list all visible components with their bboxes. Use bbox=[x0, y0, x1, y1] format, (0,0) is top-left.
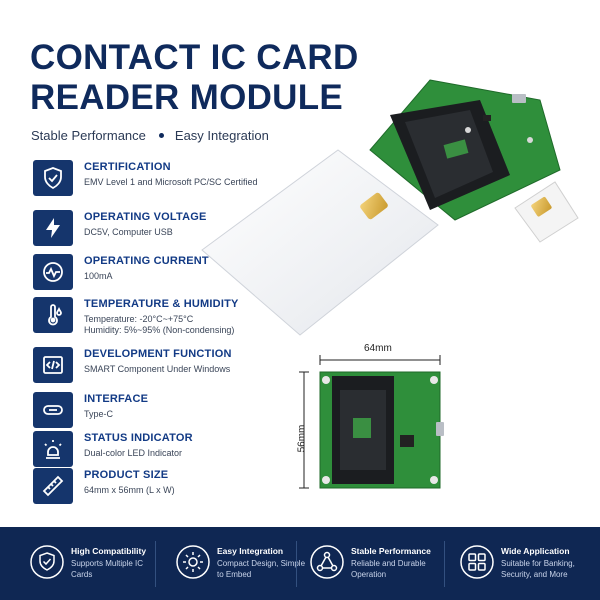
spec-desc: SMART Component Under Windows bbox=[84, 364, 231, 374]
spec-title: INTERFACE bbox=[84, 393, 149, 405]
spec-desc: Dual-color LED Indicator bbox=[84, 448, 183, 458]
feature-band: High Compatibility Supports Multiple IC … bbox=[0, 527, 600, 600]
spec-desc: EMV Level 1 and Microsoft PC/SC Certifie… bbox=[84, 177, 258, 187]
led-bulb-icon bbox=[33, 431, 73, 467]
tagline: Stable Performance Easy Integration bbox=[31, 128, 269, 143]
feature-title: High Compatibility bbox=[71, 546, 147, 556]
divider bbox=[155, 541, 156, 587]
spec-title: CERTIFICATION bbox=[84, 161, 171, 173]
spec-title: OPERATING VOLTAGE bbox=[84, 211, 207, 223]
thermometer-icon bbox=[33, 297, 73, 333]
usb-c-icon bbox=[33, 392, 73, 428]
dimension-width: 64mm bbox=[364, 343, 392, 354]
feature-title: Stable Performance bbox=[351, 546, 431, 556]
feature-desc: Suitable for Banking, Security, and More bbox=[501, 559, 575, 579]
tagline-right: Easy Integration bbox=[174, 128, 269, 143]
shield-check-icon bbox=[33, 160, 73, 196]
dimension-drawing bbox=[299, 355, 444, 489]
spec-title: DEVELOPMENT FUNCTION bbox=[84, 348, 232, 360]
grid-icon bbox=[460, 545, 494, 579]
title-line-1: CONTACT IC CARD bbox=[30, 38, 359, 77]
network-icon bbox=[310, 545, 344, 579]
shield-check-icon bbox=[30, 545, 64, 579]
lightning-icon bbox=[33, 210, 73, 246]
ruler-icon bbox=[33, 468, 73, 504]
sim-card bbox=[514, 181, 579, 243]
dimension-height: 56mm bbox=[296, 424, 308, 453]
title-line-2: READER MODULE bbox=[30, 78, 344, 117]
gear-icon bbox=[176, 545, 210, 579]
spec-desc: 100mA bbox=[84, 271, 113, 281]
tagline-dot bbox=[158, 133, 164, 138]
spec-desc: Type-C bbox=[84, 409, 114, 419]
spec-desc: DC5V, Computer USB bbox=[84, 227, 173, 237]
spec-title: OPERATING CURRENT bbox=[84, 255, 209, 267]
spec-desc: 64mm x 56mm (L x W) bbox=[84, 485, 175, 495]
feature-desc: Compact Design, Simple to Embed bbox=[217, 559, 306, 579]
spec-title: PRODUCT SIZE bbox=[84, 469, 169, 481]
feature-desc: Reliable and Durable Operation bbox=[351, 559, 426, 579]
page-title: CONTACT IC CARD READER MODULE bbox=[30, 38, 360, 118]
tagline-left: Stable Performance bbox=[31, 128, 146, 143]
code-icon bbox=[33, 347, 73, 383]
feature-title: Wide Application bbox=[501, 546, 570, 556]
pcb-module bbox=[369, 79, 561, 221]
product-illustration bbox=[201, 79, 579, 336]
pulse-gauge-icon bbox=[33, 254, 73, 290]
feature-title: Easy Integration bbox=[217, 546, 284, 556]
feature-desc: Supports Multiple IC Cards bbox=[71, 559, 144, 579]
divider bbox=[296, 541, 297, 587]
spec-desc: Temperature: -20°C~+75°C Humidity: 5%~95… bbox=[84, 314, 235, 335]
smart-card bbox=[201, 149, 439, 336]
spec-title: STATUS INDICATOR bbox=[84, 432, 193, 444]
spec-title: TEMPERATURE & HUMIDITY bbox=[84, 298, 239, 310]
divider bbox=[444, 541, 445, 587]
